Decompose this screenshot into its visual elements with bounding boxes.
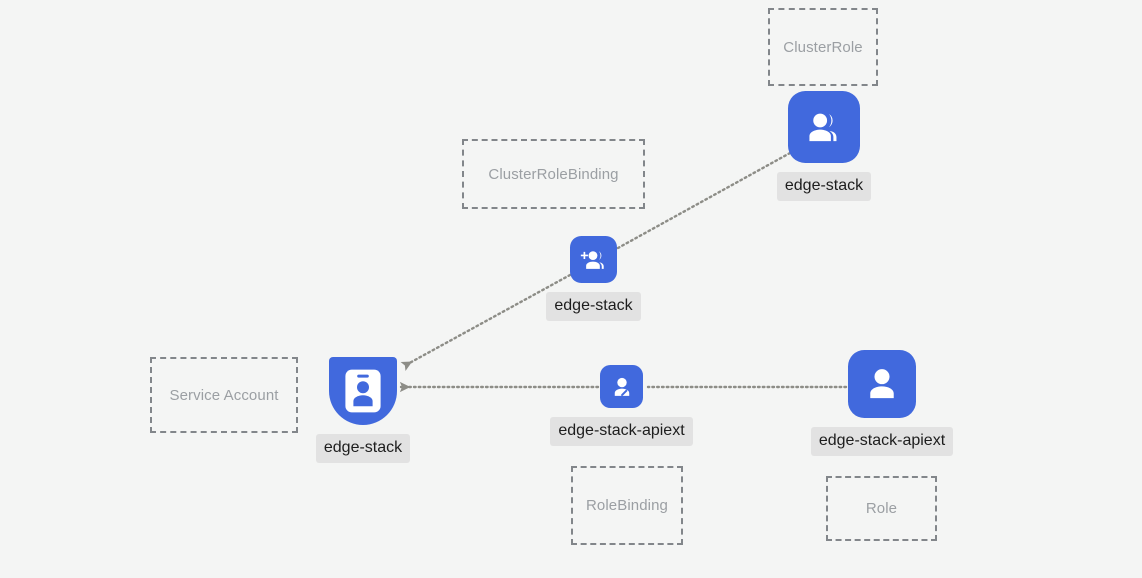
person-add-icon [570,236,617,283]
node-role[interactable]: edge-stack-apiext [810,350,954,456]
kind-label-rolebinding: RoleBinding [586,497,668,514]
kind-box-service-account: Service Account [150,357,298,433]
node-label-service-account: edge-stack [315,434,411,463]
node-clusterrole[interactable]: edge-stack [776,91,872,201]
id-badge-icon [329,357,397,425]
kind-box-clusterrolebinding: ClusterRoleBinding [462,139,645,209]
node-rolebinding[interactable]: edge-stack-apiext [550,365,693,446]
kind-label-service-account: Service Account [169,386,279,404]
kind-box-clusterrole: ClusterRole [768,8,878,86]
node-label-role: edge-stack-apiext [810,427,954,456]
node-label-clusterrolebinding: edge-stack [546,292,641,321]
person-icon [848,350,916,418]
node-label-rolebinding: edge-stack-apiext [550,417,693,446]
kind-label-clusterrolebinding: ClusterRoleBinding [488,165,619,183]
kind-box-rolebinding: RoleBinding [571,466,683,545]
kind-box-role: Role [826,476,937,541]
node-clusterrolebinding[interactable]: edge-stack [546,236,641,321]
group-icon [788,91,860,163]
node-label-clusterrole: edge-stack [776,172,872,201]
node-service-account[interactable]: edge-stack [315,357,411,463]
kind-label-clusterrole: ClusterRole [783,38,863,56]
person-edit-icon [600,365,643,408]
kind-label-role: Role [865,500,898,517]
